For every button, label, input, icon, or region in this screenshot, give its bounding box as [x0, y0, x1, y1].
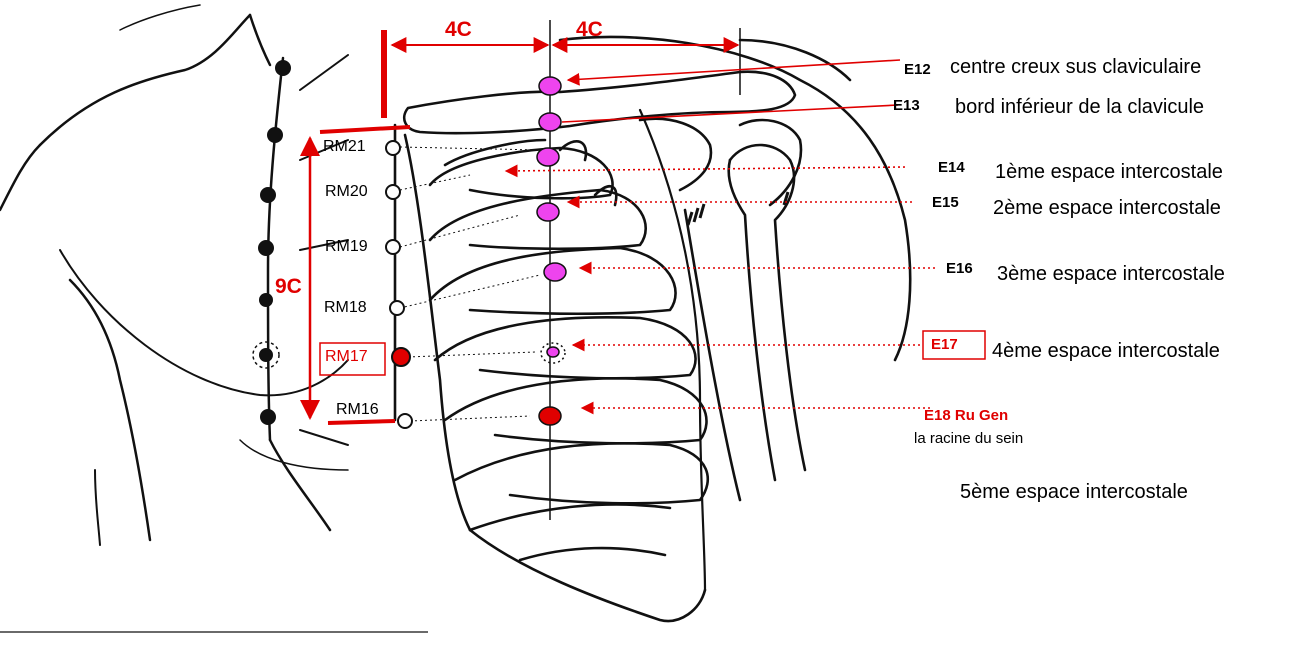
- e17-desc: 4ème espace intercostale: [992, 340, 1220, 363]
- point-e12: [539, 77, 561, 95]
- point-e14: [537, 148, 559, 166]
- e14-desc: 1ème espace intercostale: [995, 161, 1223, 184]
- point-e17: [547, 347, 559, 357]
- measure-vertical-label: 9C: [275, 275, 302, 299]
- point-rm21: [386, 141, 400, 155]
- point-e18: [539, 407, 561, 425]
- point-rm17: [392, 348, 410, 366]
- e12-code: E12: [904, 61, 931, 78]
- point-rm16: [398, 414, 412, 428]
- e14-code: E14: [938, 159, 965, 176]
- ribcage-illustration: [395, 37, 910, 621]
- measure-right-label: 4C: [576, 18, 603, 42]
- point-e16: [544, 263, 566, 281]
- rm-leader-lines: [400, 147, 540, 421]
- point-rm20: [386, 185, 400, 199]
- rm19-label: RM19: [325, 238, 368, 256]
- rm21-label: RM21: [323, 138, 366, 156]
- point-e13: [539, 113, 561, 131]
- measure-left-label: 4C: [445, 18, 472, 42]
- rm16-label: RM16: [336, 401, 379, 419]
- e17-code: E17: [931, 336, 958, 353]
- point-rm18: [390, 301, 404, 315]
- e15-code: E15: [932, 194, 959, 211]
- rm20-label: RM20: [325, 183, 368, 201]
- e16-desc: 3ème espace intercostale: [997, 263, 1225, 286]
- rm17-label: RM17: [325, 348, 368, 366]
- point-rm19: [386, 240, 400, 254]
- e18-sub: la racine du sein: [914, 430, 1023, 447]
- rm-points: [386, 141, 412, 428]
- e18-code: E18 Ru Gen: [924, 407, 1008, 424]
- e16-code: E16: [946, 260, 973, 277]
- e13-code: E13: [893, 97, 920, 114]
- rm18-label: RM18: [324, 299, 367, 317]
- point-e15: [537, 203, 559, 221]
- e13-desc: bord inférieur de la clavicule: [955, 96, 1204, 119]
- e12-desc: centre creux sus claviculaire: [950, 56, 1201, 79]
- left-midline-points: [253, 60, 291, 425]
- hatch-marks: [688, 192, 788, 225]
- e18-desc: 5ème espace intercostale: [960, 481, 1188, 504]
- e15-desc: 2ème espace intercostale: [993, 197, 1221, 220]
